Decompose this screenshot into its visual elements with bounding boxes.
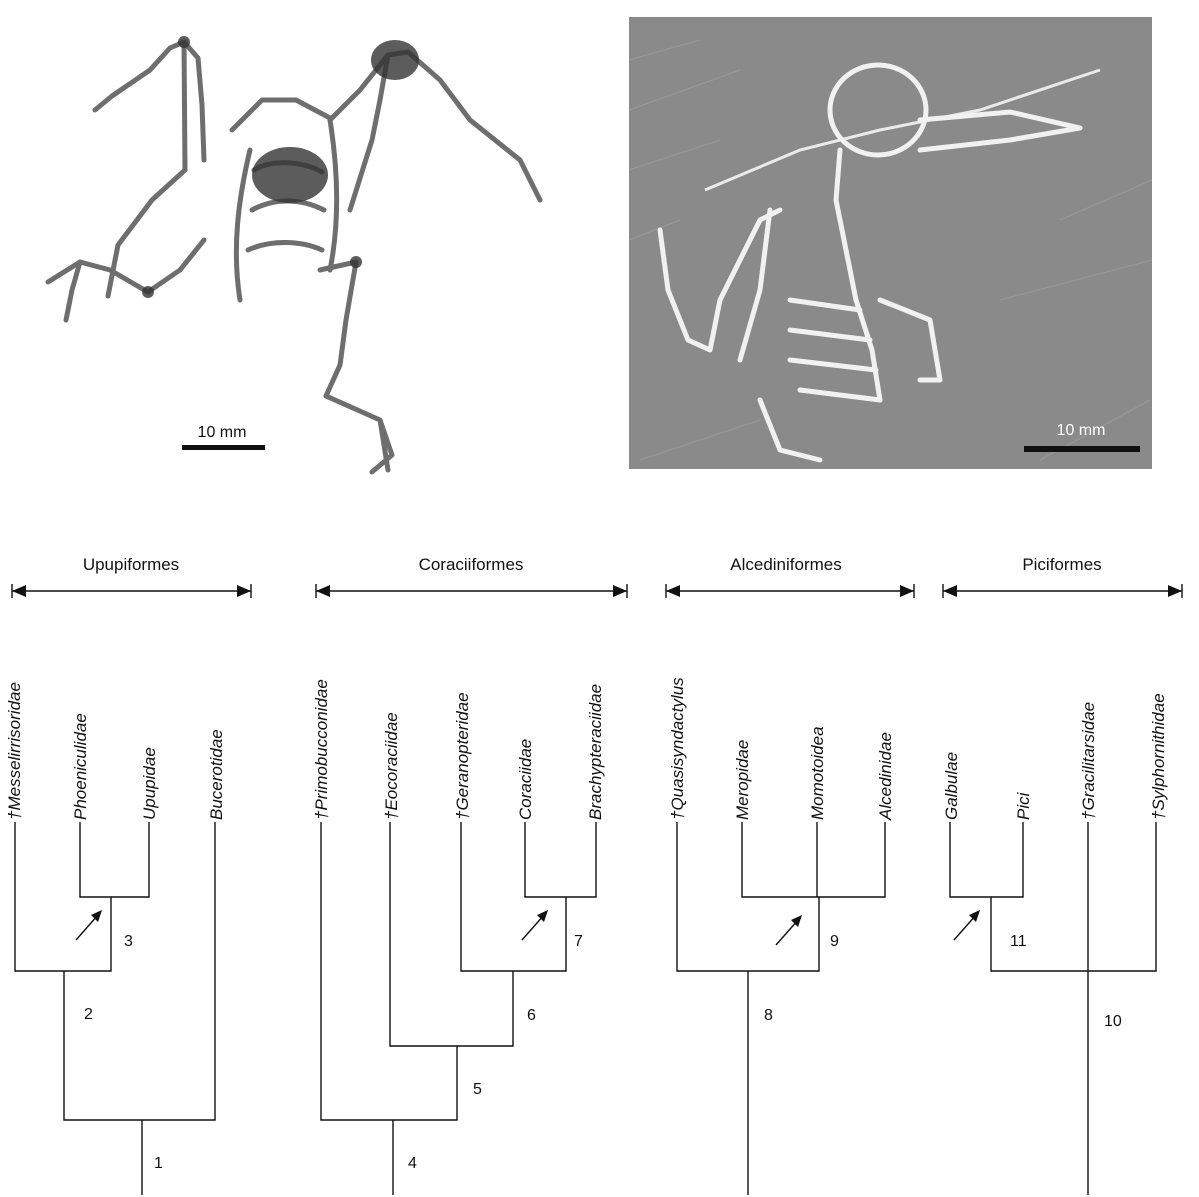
node-label: 5 xyxy=(473,1081,482,1098)
node-label: 4 xyxy=(408,1155,417,1172)
group-coraciiformes-header: Coraciiformes xyxy=(316,555,627,598)
taxon-label: Coraciidae xyxy=(516,739,535,820)
taxon-label: †Messelirrisoridae xyxy=(5,682,24,820)
group-label: Alcediniformes xyxy=(730,555,842,574)
taxon-labels: †Messelirrisoridae Phoeniculidae Upupida… xyxy=(5,677,1168,821)
slab-background xyxy=(629,17,1152,469)
taxon-label: Pici xyxy=(1014,791,1033,820)
taxon-label: Galbulae xyxy=(942,752,961,820)
group-label: Coraciiformes xyxy=(419,555,524,574)
node-label: 3 xyxy=(124,933,133,950)
taxon-label: †Gracilitarsidae xyxy=(1079,702,1098,820)
scale-bar-left: 10 mm xyxy=(182,424,265,450)
node-label: 11 xyxy=(1010,933,1027,950)
fossil-slab-photo: 10 mm xyxy=(629,17,1152,469)
node-label: 1 xyxy=(154,1155,163,1172)
group-label: Piciformes xyxy=(1022,555,1101,574)
node-label: 2 xyxy=(84,1006,93,1023)
taxon-label: †Primobucconidae xyxy=(312,679,331,820)
arrow-icon xyxy=(522,910,548,940)
tree-branch xyxy=(742,822,885,897)
taxon-label: †Geranopteridae xyxy=(453,692,472,820)
scale-label-left: 10 mm xyxy=(198,424,247,441)
group-alcediniformes-header: Alcediniformes xyxy=(666,555,914,598)
node-label: 10 xyxy=(1104,1013,1122,1030)
xray-skeleton xyxy=(48,42,540,472)
taxon-label: Alcedinidae xyxy=(876,732,895,821)
node-label: 9 xyxy=(830,933,839,950)
arrow-icon xyxy=(954,910,980,940)
scale-label-right: 10 mm xyxy=(1057,422,1106,439)
node-label: 7 xyxy=(574,933,583,950)
group-upupiformes-header: Upupiformes xyxy=(12,555,251,598)
taxon-label: †Sylphornithidae xyxy=(1149,693,1168,820)
tree-branch xyxy=(950,822,1023,897)
scale-bar-line-left xyxy=(182,445,265,450)
tree-branch xyxy=(390,822,513,1046)
fossil-xray-photo: 10 mm xyxy=(48,36,540,472)
cladogram-coraciiformes: 7 6 5 4 xyxy=(321,822,596,1195)
scale-bar-line-right xyxy=(1024,446,1140,452)
tree-branch xyxy=(525,822,596,897)
cladogram-piciformes: 11 10 xyxy=(950,822,1156,1195)
node-label: 6 xyxy=(527,1007,536,1024)
arrow-icon xyxy=(76,910,102,940)
taxon-label: Meropidae xyxy=(733,740,752,820)
taxon-label: Momotoidea xyxy=(808,726,827,820)
cladogram-upupiformes: 3 2 1 xyxy=(15,822,215,1195)
tree-branch xyxy=(321,822,457,1120)
taxon-label: Phoeniculidae xyxy=(71,713,90,820)
taxon-label: †Quasisyndactylus xyxy=(668,677,687,820)
taxon-label: Brachypteraciidae xyxy=(586,684,605,820)
node-label: 8 xyxy=(764,1007,773,1024)
taxon-label: †Eocoraciidae xyxy=(382,712,401,820)
arrow-icon xyxy=(776,915,802,945)
group-piciformes-header: Piciformes xyxy=(943,555,1182,598)
tree-branch xyxy=(80,822,149,897)
taxon-label: Upupidae xyxy=(140,747,159,820)
taxon-label: Bucerotidae xyxy=(207,729,226,820)
group-label: Upupiformes xyxy=(83,555,179,574)
cladogram-alcediniformes: 9 8 xyxy=(677,822,885,1195)
